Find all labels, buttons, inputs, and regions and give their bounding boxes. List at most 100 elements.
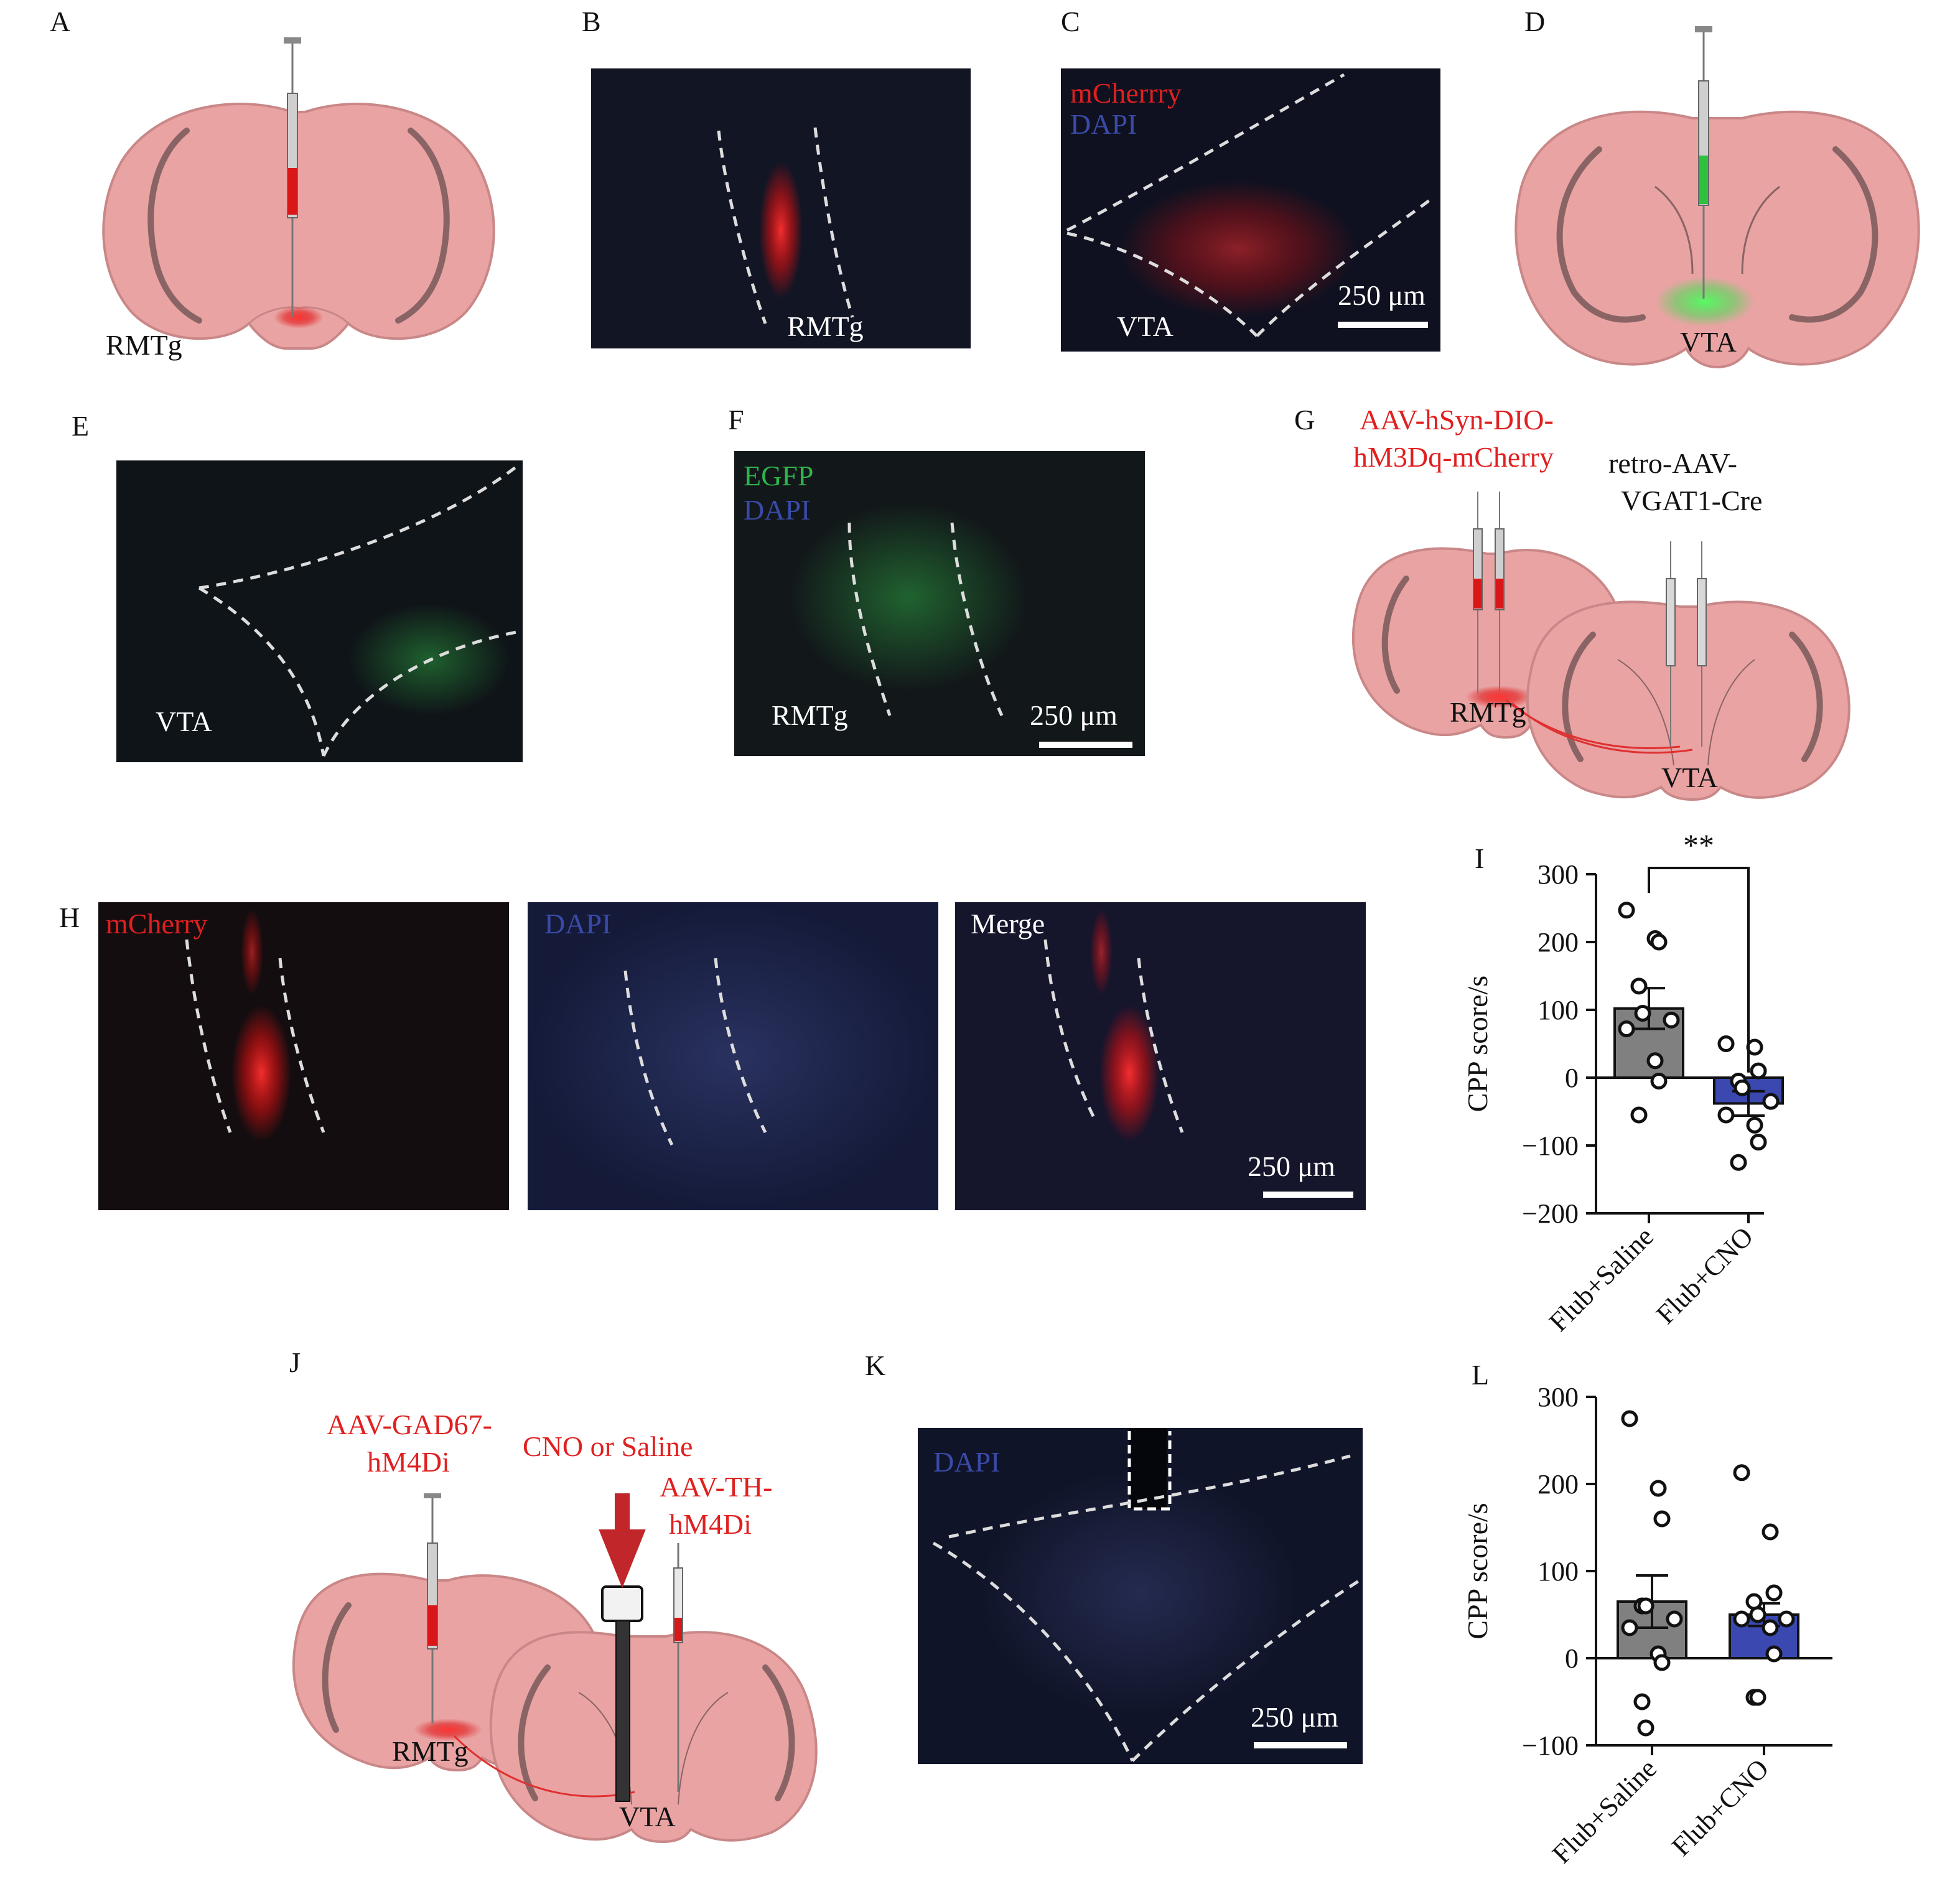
x-tick-label: Flub+Saline [1546,1753,1663,1869]
data-point [1750,1134,1767,1151]
brain-fold-d2 [1789,146,1878,323]
boundary-e3 [322,630,520,757]
data-point [1749,1606,1766,1623]
x-tick-label: Flub+CNO [1666,1753,1775,1862]
region-label-j1: RMTg [392,1735,469,1767]
data-point [1733,1610,1750,1628]
projection-g2 [1511,702,1693,754]
y-axis-label: CPP score/s [1462,1503,1493,1639]
data-point [1637,1597,1654,1615]
arrow-down-icon [599,1493,646,1589]
panel-letter-e: E [72,410,89,442]
virus-label-g1a: AAV-hSyn-DIO- [1360,404,1554,436]
data-point [1765,1645,1783,1663]
signal-c [1120,180,1356,317]
signal-f [790,504,1027,691]
data-point [1633,1693,1651,1710]
y-tick-label: −100 [1522,1131,1579,1161]
panel-g: G AAV-hSyn-DIO- hM3Dq-mCherry retro-AAV-… [1294,404,1850,801]
panel-letter-a: A [50,6,70,37]
boundary-h2b [714,958,767,1134]
scale-bar-h [1263,1192,1353,1198]
y-tick-label: 100 [1538,995,1579,1025]
data-point [1621,1619,1638,1636]
y-tick-label: 300 [1538,1382,1579,1412]
boundary-c3 [1256,197,1432,337]
brain-fold-g2 [1562,632,1596,762]
y-tick-label: 0 [1565,1643,1579,1674]
syringe-g4 [1697,578,1707,666]
data-point [1666,1610,1683,1628]
data-point [1653,1654,1671,1671]
panel-letter-j: J [289,1346,301,1378]
virus-label-g1b: hM3Dq-mCherry [1353,441,1554,473]
signal-h3b [1090,908,1113,996]
rmtg-glow-g [1465,686,1534,708]
y-tick-label: −100 [1522,1730,1579,1761]
brain-fold-j3 [762,1664,795,1801]
brain-fold-a1 [147,128,202,324]
virus-label-g2a: retro-AAV- [1608,447,1737,479]
data-point [1621,1410,1638,1427]
data-point [1717,1106,1735,1124]
data-point [1717,1035,1735,1052]
brain-outline-g2 [1526,600,1850,801]
rmtg-glow-j [414,1719,482,1741]
data-point [1630,977,1648,995]
data-point [1749,1689,1766,1706]
boundary-h1b [278,958,325,1133]
scale-label-f: 250 μm [1030,699,1118,731]
boundary-c2 [1066,231,1258,337]
data-point [1618,902,1635,919]
panel-h: H mCherry DAPI Merge 250 μm [59,902,1366,1210]
brain-fold-g1 [1381,576,1409,694]
brain-inner-g2 [1707,659,1755,766]
data-point [1653,1510,1671,1528]
stain-label-h3: Merge [971,908,1045,940]
brain-inner-d2 [1741,185,1780,274]
brain-fold-j1 [322,1602,352,1733]
scale-bar-k [1254,1742,1347,1748]
data-point [1750,1062,1767,1080]
signal-h3 [1099,1005,1159,1142]
y-tick-label: 300 [1538,859,1579,890]
signal-h2 [528,902,938,1210]
y-tick-label: 0 [1565,1063,1579,1093]
data-point [1634,1004,1651,1022]
micrograph-h1 [98,902,509,1210]
virus-label-j2a: AAV-TH- [660,1471,772,1503]
panel-letter-f: F [728,404,744,436]
signal-h1 [231,1005,291,1142]
syringe-fill-g1 [1474,579,1482,609]
data-point [1650,1072,1668,1089]
boundary-b2 [813,127,854,318]
boundary-k2 [932,1541,1134,1762]
panel-d: D VTA [1514,6,1920,369]
signal-h1b [241,908,263,996]
vta-glow-d [1655,277,1755,327]
y-tick-label: 200 [1538,927,1579,958]
signal-b [759,162,803,299]
boundary-e1 [198,465,518,590]
syringe-fill-d [1699,156,1708,204]
signal-k [977,1468,1300,1717]
panel-letter-c: C [1061,6,1080,37]
y-tick-label: −200 [1522,1198,1579,1229]
data-point [1618,1020,1635,1038]
boundary-f2 [950,522,1004,717]
syringe-fill-a [288,168,297,215]
data-point [1663,1011,1680,1029]
y-tick-label: 100 [1538,1556,1579,1587]
brain-fold-a2 [395,128,450,324]
boundary-c1 [1066,73,1345,232]
data-point [1778,1610,1795,1628]
data-point [1730,1154,1747,1171]
panel-j: J AAV-GAD67- hM4Di CNO or Saline AAV-TH-… [289,1346,818,1844]
brain-fold-g3 [1789,632,1823,762]
data-point [1650,1480,1667,1497]
panel-letter-d: D [1524,6,1545,37]
syringe-cap-d [1695,26,1712,32]
panel-letter-l: L [1472,1359,1489,1391]
